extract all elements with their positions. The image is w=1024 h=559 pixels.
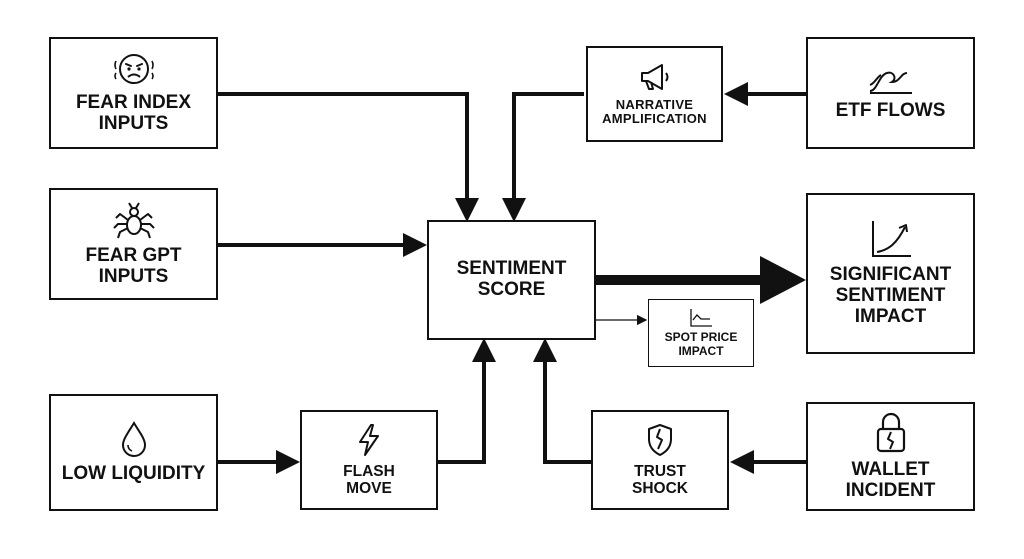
sentiment-score-label: SENTIMENT SCORE <box>456 258 567 300</box>
etf-flows-label: ETF FLOWS <box>835 99 946 121</box>
node-low-liquidity: LOW LIQUIDITY <box>49 394 218 511</box>
cracked-shield-icon <box>648 423 672 456</box>
flash-move-label: FLASH MOVE <box>343 462 395 497</box>
edge-narrative-to-sentiment <box>502 92 584 222</box>
edge-flash-to-sentiment <box>438 338 496 464</box>
node-significant-impact: SIGNIFICANT SENTIMENT IMPACT <box>806 193 975 354</box>
water-drop-icon <box>121 421 146 457</box>
small-line-chart-icon <box>690 309 712 327</box>
spider-icon <box>112 202 155 239</box>
low-liquidity-label: LOW LIQUIDITY <box>61 463 206 485</box>
node-spot-price: SPOT PRICE IMPACT <box>648 299 754 367</box>
edge-trust-to-sentiment <box>533 338 591 464</box>
node-fear-gpt: FEAR GPT INPUTS <box>49 188 218 300</box>
trust-shock-label: TRUST SHOCK <box>632 462 688 497</box>
fear-index-label: FEAR INDEX INPUTS <box>75 92 192 134</box>
node-flash-move: FLASH MOVE <box>300 410 438 510</box>
node-fear-index: FEAR INDEX INPUTS <box>49 37 218 149</box>
wave-icon <box>869 71 912 94</box>
node-wallet-incident: WALLET INCIDENT <box>806 402 975 511</box>
growth-chart-icon <box>871 221 911 258</box>
significant-impact-label: SIGNIFICANT SENTIMENT IMPACT <box>829 264 952 327</box>
node-narrative: NARRATIVE AMPLIFICATION <box>586 46 723 142</box>
anxious-face-icon <box>113 54 154 85</box>
wallet-incident-label: WALLET INCIDENT <box>845 458 936 501</box>
narrative-label: NARRATIVE AMPLIFICATION <box>602 96 707 126</box>
megaphone-icon <box>640 63 668 90</box>
broken-lock-icon <box>876 412 905 452</box>
node-sentiment-score: SENTIMENT SCORE <box>427 220 596 340</box>
fear-gpt-label: FEAR GPT INPUTS <box>85 245 182 287</box>
node-trust-shock: TRUST SHOCK <box>591 410 729 510</box>
lightning-icon <box>359 423 379 456</box>
spot-price-label: SPOT PRICE IMPACT <box>664 330 738 358</box>
edge-sentiment-to-significant-head <box>760 256 806 304</box>
node-etf-flows: ETF FLOWS <box>806 37 975 149</box>
edge-fear-index-to-sentiment <box>218 92 479 222</box>
